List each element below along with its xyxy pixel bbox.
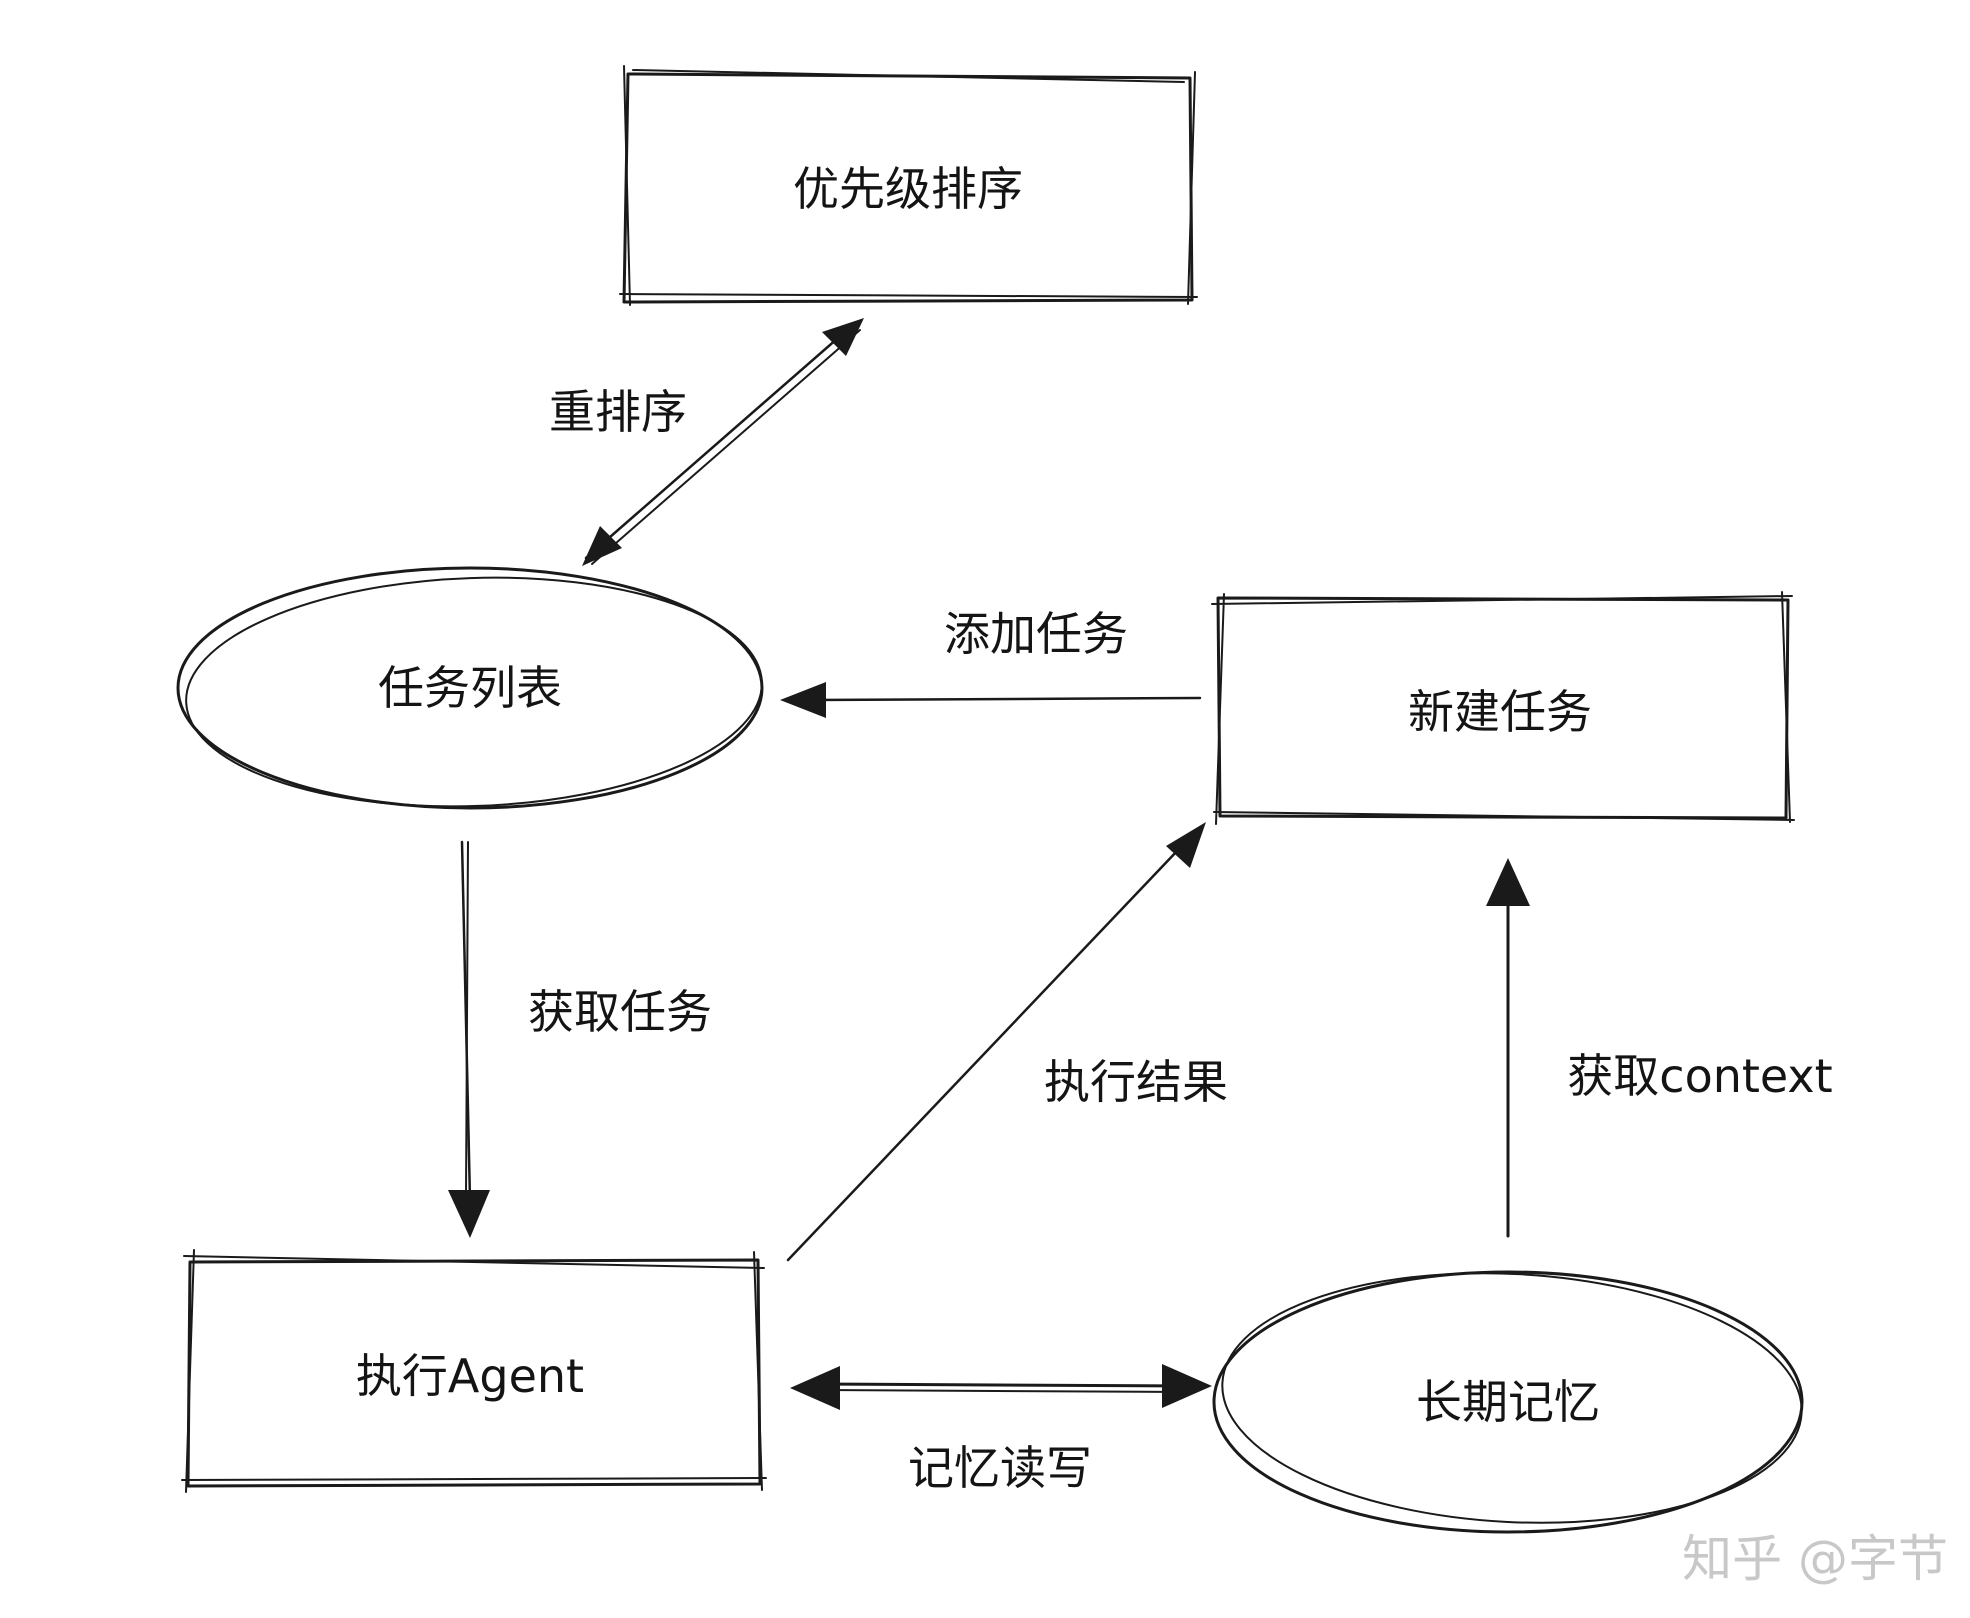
arrowhead-down <box>448 1190 490 1238</box>
edge-memory-rw-label: 记忆读写 <box>908 1441 1092 1495</box>
edge-exec-result-label: 执行结果 <box>1044 1055 1228 1109</box>
edge-exec-result: 执行结果 <box>786 822 1228 1262</box>
edge-get-context: 获取context <box>1486 858 1833 1238</box>
edge-get-context-label: 获取context <box>1567 1049 1832 1103</box>
arrowhead-down <box>582 526 622 566</box>
watermark: 知乎 @字节 <box>1682 1530 1948 1588</box>
node-task-list-label: 任务列表 <box>378 661 562 715</box>
edge-add-task: 添加任务 <box>780 607 1202 718</box>
node-new-task: 新建任务 <box>1211 591 1795 825</box>
edge-get-task-label: 获取任务 <box>528 985 712 1039</box>
node-new-task-label: 新建任务 <box>1408 685 1592 739</box>
node-exec-agent: 执行Agent <box>181 1249 767 1493</box>
edge-add-task-label: 添加任务 <box>944 607 1128 661</box>
arrowhead-upright <box>1166 822 1206 868</box>
node-priority-sort-label: 优先级排序 <box>793 162 1023 216</box>
edge-reorder-label: 重排序 <box>549 385 687 439</box>
edge-memory-rw: 记忆读写 <box>790 1364 1212 1495</box>
edge-get-task: 获取任务 <box>448 840 712 1238</box>
edge-reorder: 重排序 <box>549 318 864 566</box>
node-task-list: 任务列表 <box>176 566 764 810</box>
node-exec-agent-label: 执行Agent <box>356 1349 584 1403</box>
arrowhead-right <box>1162 1364 1212 1408</box>
node-priority-sort: 优先级排序 <box>619 65 1198 306</box>
arrowhead-up <box>1486 858 1530 906</box>
arrowhead-left <box>790 1366 840 1410</box>
node-long-memory-label: 长期记忆 <box>1416 1375 1600 1429</box>
arrowhead-up <box>822 318 864 356</box>
arrowhead-left <box>780 682 826 718</box>
node-long-memory: 长期记忆 <box>1212 1270 1804 1534</box>
